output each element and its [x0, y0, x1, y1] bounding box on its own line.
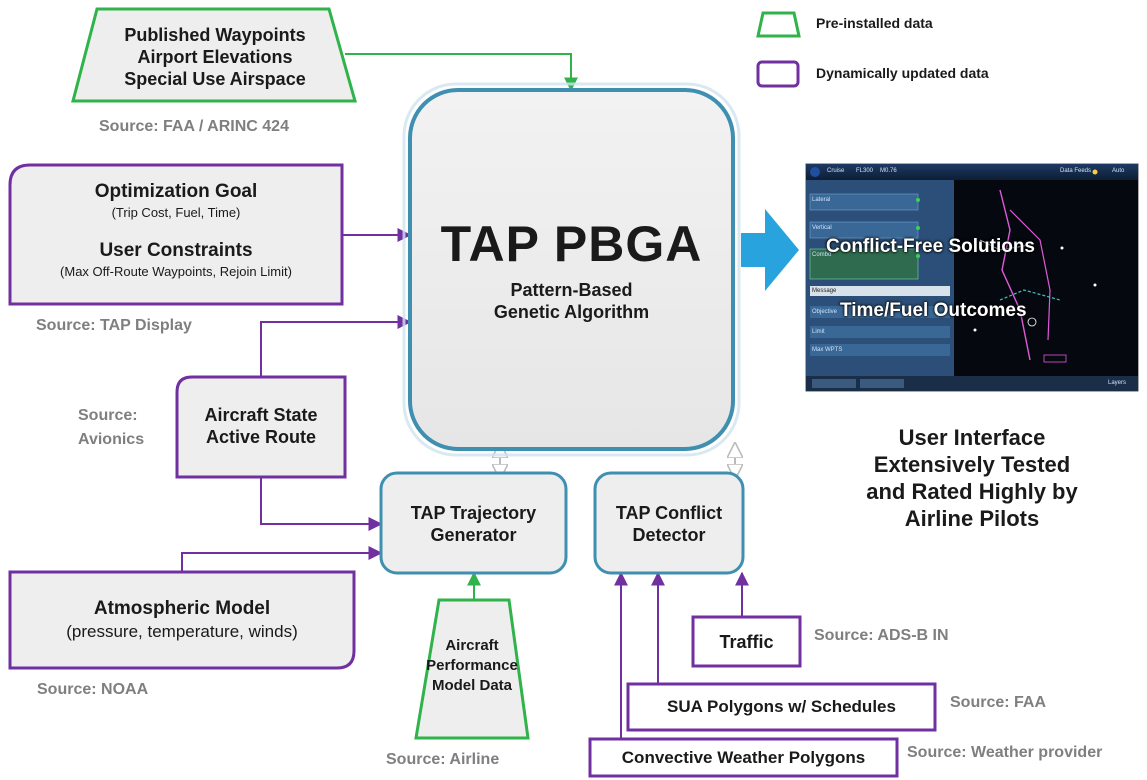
sua-label: SUA Polygons w/ Schedules: [667, 697, 896, 716]
overlay-time-fuel: Time/Fuel Outcomes: [840, 300, 1027, 321]
atmospheric-source: Source: NOAA: [37, 681, 149, 698]
mini-limit-label: Limit: [812, 329, 825, 335]
aircraft-state-box-text: Aircraft State Active Route: [177, 404, 345, 448]
optimization-box: [8, 163, 344, 306]
aircraft-state-line-2: Active Route: [205, 427, 317, 447]
ui-caption-line-4: Airline Pilots: [904, 506, 1040, 531]
mini-layers-label: Layers: [1108, 380, 1127, 386]
conflict-detector-text: TAP Conflict Detector: [595, 502, 743, 546]
optimization-box-text: Optimization Goal (Trip Cost, Fuel, Time…: [10, 180, 342, 280]
conflict-detector-box: [593, 471, 745, 575]
weather-source: Source: Weather provider: [907, 744, 1103, 761]
waypoints-source: Source: FAA / ARINC 424: [99, 118, 289, 135]
overlay-conflict-free: Conflict-Free Solutions: [826, 236, 1035, 257]
mini-data-feeds-label: Data Feeds: [1060, 168, 1092, 174]
mini-vertical-label: Vertical: [812, 225, 832, 231]
mini-mach-label: M0.76: [880, 168, 897, 174]
waypoints-box-text: Published Waypoints Airport Elevations S…: [90, 24, 340, 90]
mini-fl-label: FL300: [856, 168, 874, 174]
user-constraints-detail: (Max Off-Route Waypoints, Rejoin Limit): [60, 264, 292, 279]
core-pbga-text: TAP PBGA Pattern-Based Genetic Algorithm: [410, 215, 733, 323]
core-pbga-box: [408, 88, 735, 451]
performance-box: [414, 598, 530, 740]
core-subtitle-line-2: Genetic Algorithm: [493, 302, 650, 322]
connector-aircraft-state-to-trajectory: [260, 477, 383, 531]
legend-preinstalled-swatch: [756, 11, 801, 38]
weather-box: [588, 737, 899, 778]
output-arrow: [741, 209, 799, 291]
mini-lateral-label: Lateral: [812, 197, 831, 203]
performance-box-text: Aircraft Performance Model Data: [416, 636, 528, 696]
waypoints-line-1: Published Waypoints: [124, 25, 306, 45]
legend-dynamic-label: Dynamically updated data: [816, 65, 989, 81]
atmospheric-detail: (pressure, temperature, winds): [66, 622, 298, 641]
weather-label: Convective Weather Polygons: [621, 748, 866, 767]
performance-line-1: Aircraft: [445, 637, 499, 654]
conflict-line-2: Detector: [632, 525, 706, 545]
waypoints-box: [71, 7, 357, 103]
atmospheric-title: Atmospheric Model: [93, 598, 271, 619]
aircraft-state-source-line-2: Avionics: [78, 431, 145, 448]
aircraft-state-source: Source: Avionics: [78, 404, 144, 452]
traffic-source: Source: ADS-B IN: [814, 627, 949, 644]
mini-cruise-label: Cruise: [827, 168, 845, 174]
legend-preinstalled-label: Pre-installed data: [816, 15, 933, 31]
aircraft-state-box: [175, 375, 347, 479]
mini-combo-label: Combo: [812, 252, 832, 258]
connector-aircraft-state-to-core: [260, 315, 412, 377]
core-title: TAP PBGA: [440, 216, 703, 272]
mini-auto-label: Auto: [1112, 168, 1125, 174]
ui-caption-line-1: User Interface: [898, 425, 1046, 450]
mini-max-wpts-label: Max WPTS: [812, 347, 843, 353]
performance-line-2: Performance: [426, 657, 518, 674]
ui-caption-line-3: and Rated Highly by: [866, 479, 1078, 504]
optimization-goal-title: Optimization Goal: [94, 181, 258, 202]
trajectory-generator-box: [379, 471, 568, 575]
aircraft-state-line-1: Aircraft State: [204, 405, 318, 425]
legend-dynamic-swatch: [756, 60, 800, 88]
aircraft-state-source-line-1: Source:: [78, 407, 138, 424]
mini-message-label: Message: [812, 288, 837, 294]
sua-source: Source: FAA: [950, 694, 1047, 711]
waypoints-line-3: Special Use Airspace: [124, 69, 306, 89]
atmospheric-box-text: Atmospheric Model (pressure, temperature…: [10, 597, 354, 643]
optimization-goal-detail: (Trip Cost, Fuel, Time): [111, 205, 241, 220]
user-constraints-title: User Constraints: [99, 240, 253, 261]
core-subtitle-line-1: Pattern-Based: [510, 280, 633, 300]
atmospheric-box: [8, 570, 356, 670]
mini-objective-label: Objective: [812, 309, 838, 315]
trajectory-line-2: Generator: [430, 525, 517, 545]
sua-box: [626, 682, 937, 732]
ui-caption-line-2: Extensively Tested: [873, 452, 1071, 477]
traffic-label: Traffic: [719, 632, 774, 652]
trajectory-generator-text: TAP Trajectory Generator: [381, 502, 566, 546]
performance-source: Source: Airline: [386, 751, 500, 768]
connector-waypoints-to-core: [345, 53, 578, 92]
trajectory-line-1: TAP Trajectory: [410, 503, 537, 523]
performance-line-3: Model Data: [431, 677, 512, 694]
tap-display-screenshot: [805, 163, 1139, 392]
conflict-line-1: TAP Conflict: [615, 503, 723, 523]
ui-caption: User Interface Extensively Tested and Ra…: [806, 424, 1138, 532]
traffic-box: [691, 615, 802, 668]
connector-atmospheric-to-trajectory: [181, 546, 383, 572]
optimization-source: Source: TAP Display: [36, 317, 192, 334]
waypoints-line-2: Airport Elevations: [137, 47, 293, 67]
